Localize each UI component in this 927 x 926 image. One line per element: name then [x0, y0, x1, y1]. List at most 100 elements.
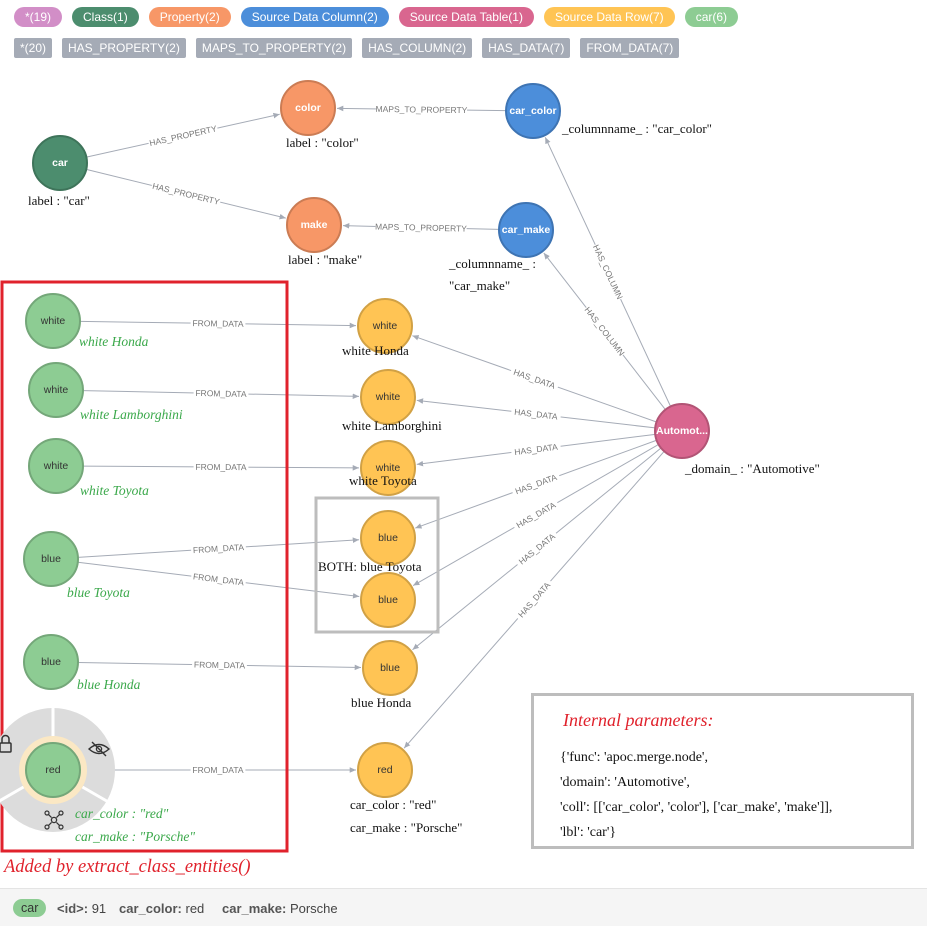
edge-label-bg [509, 364, 560, 392]
label-property[interactable]: Property(2) [148, 7, 231, 27]
node-car-blue-toyota[interactable]: blue [23, 531, 79, 587]
status-car-color-key: car_color: [119, 901, 182, 916]
edge-label: HAS_DATA [516, 580, 552, 620]
edge-label: FROM_DATA [194, 660, 246, 671]
node-car-make[interactable]: car_make [498, 202, 554, 258]
node-caption: label : "car" [28, 193, 90, 208]
edge-label-bg [510, 440, 562, 458]
label-car[interactable]: car(6) [684, 7, 739, 27]
node-label-filter-bar: *(19) Class(1) Property(2) Source Data Colu… [14, 7, 739, 27]
expand-icon-link [47, 813, 52, 818]
node-circle[interactable] [498, 202, 554, 258]
node-text: white [43, 384, 69, 396]
node-row-white-honda[interactable]: white [357, 298, 413, 354]
node-circle[interactable] [25, 742, 81, 798]
node-car-white-toyota[interactable]: white [28, 438, 84, 494]
edge-label-bg [375, 220, 467, 234]
rel-has-column[interactable]: HAS_COLUMN(2) [362, 38, 473, 58]
hide-icon-pupil [95, 745, 103, 753]
added-entities-highlight-box [0, 280, 289, 853]
node-circle[interactable] [28, 438, 84, 494]
node-text: blue [380, 662, 400, 674]
rel-maps-to-property[interactable]: MAPS_TO_PROPERTY(2) [195, 38, 353, 58]
added-by-annotation: Added by extract_class_entities() [4, 857, 251, 877]
node-caption: white Honda [79, 334, 149, 349]
label-all[interactable]: *(19) [14, 7, 63, 27]
edge-label-bg [511, 497, 560, 532]
node-text: blue [378, 594, 398, 606]
node-circle[interactable] [25, 293, 81, 349]
status-label-badge[interactable]: car [13, 899, 47, 917]
node-make[interactable]: make [286, 197, 342, 253]
node-circle[interactable] [360, 440, 416, 496]
node-row-blue-honda[interactable]: blue [362, 640, 418, 696]
node-color[interactable]: color [280, 80, 336, 136]
edge-label-bg [150, 179, 222, 207]
expand-icon[interactable] [44, 810, 64, 830]
edge-label: FROM_DATA [195, 388, 247, 399]
node-car-white-lambo[interactable]: white [28, 362, 84, 418]
node-car[interactable]: car [32, 135, 88, 191]
lock-icon[interactable] [0, 734, 12, 753]
node-car-red[interactable]: red [25, 742, 81, 798]
node-row-white-toyota[interactable]: white [360, 440, 416, 496]
edge-label: HAS_DATA [514, 500, 557, 531]
label-source-data-row[interactable]: Source Data Row(7) [543, 7, 675, 27]
node-car-white-honda[interactable]: white [25, 293, 81, 349]
node-circle[interactable] [654, 403, 710, 459]
node-captions-layer: label : "car"label : "color"label : "mak… [28, 121, 820, 844]
node-circle[interactable] [280, 80, 336, 136]
node-row-white-lambo[interactable]: white [360, 369, 416, 425]
node-circle[interactable] [32, 135, 88, 191]
node-text: white [375, 391, 401, 403]
edge-label-bg [513, 577, 555, 622]
graph-canvas[interactable]: HAS_PROPERTYHAS_PROPERTYMAPS_TO_PROPERTY… [0, 0, 927, 888]
node-circle[interactable] [360, 369, 416, 425]
node-circle[interactable] [360, 572, 416, 628]
node-automotive[interactable]: Automot... [654, 403, 710, 459]
node-caption: _columnname_ : "car_color" [561, 121, 712, 136]
param-line-coll: 'coll': [['car_color', 'color'], ['car_m… [560, 800, 833, 815]
expand-icon-leaf [44, 824, 50, 830]
label-class[interactable]: Class(1) [72, 7, 139, 27]
label-source-data-table[interactable]: Source Data Table(1) [398, 7, 534, 27]
rel-has-property[interactable]: HAS_PROPERTY(2) [62, 38, 186, 58]
label-source-data-column[interactable]: Source Data Column(2) [240, 7, 389, 27]
node-car-blue-honda[interactable]: blue [23, 634, 79, 690]
rel-has-data[interactable]: HAS_DATA(7) [482, 38, 571, 58]
node-row-blue-1[interactable]: blue [360, 510, 416, 566]
hide-icon[interactable] [87, 741, 111, 757]
edge-label: HAS_DATA [514, 442, 559, 457]
status-id-value: 91 [91, 901, 107, 916]
status-car-color: car_color: red [119, 901, 204, 916]
node-circle[interactable] [23, 634, 79, 690]
rel-all[interactable]: *(20) [14, 38, 53, 58]
node-car-color[interactable]: car_color [505, 83, 561, 139]
rel-from-data[interactable]: FROM_DATA(7) [580, 38, 680, 58]
internal-parameters-title: Internal parameters: [563, 710, 714, 730]
node-circle[interactable] [28, 362, 84, 418]
edge-label-bg [190, 570, 247, 588]
node-row-blue-2[interactable]: blue [360, 572, 416, 628]
node-circle[interactable] [357, 742, 413, 798]
edge-label-bg [513, 528, 560, 569]
node-text: make [301, 219, 328, 231]
edge-label: HAS_DATA [514, 472, 559, 496]
node-circle[interactable] [357, 298, 413, 354]
node-circle[interactable] [23, 531, 79, 587]
node-row-red[interactable]: red [357, 742, 413, 798]
node-caption: "car_make" [449, 278, 510, 293]
edge-label-bg [190, 540, 247, 556]
expand-icon-link [47, 822, 52, 827]
edge-label: HAS_DATA [517, 531, 557, 566]
node-caption: label : "color" [286, 135, 359, 150]
node-circle[interactable] [362, 640, 418, 696]
edge-label: HAS_COLUMN [583, 305, 627, 358]
hide-icon-slash [91, 741, 107, 757]
node-circle[interactable] [505, 83, 561, 139]
edge-label-bg [190, 317, 246, 329]
node-circle[interactable] [286, 197, 342, 253]
node-circle[interactable] [360, 510, 416, 566]
edge-label: HAS_PROPERTY [151, 181, 221, 207]
node-caption: white Honda [342, 343, 409, 358]
